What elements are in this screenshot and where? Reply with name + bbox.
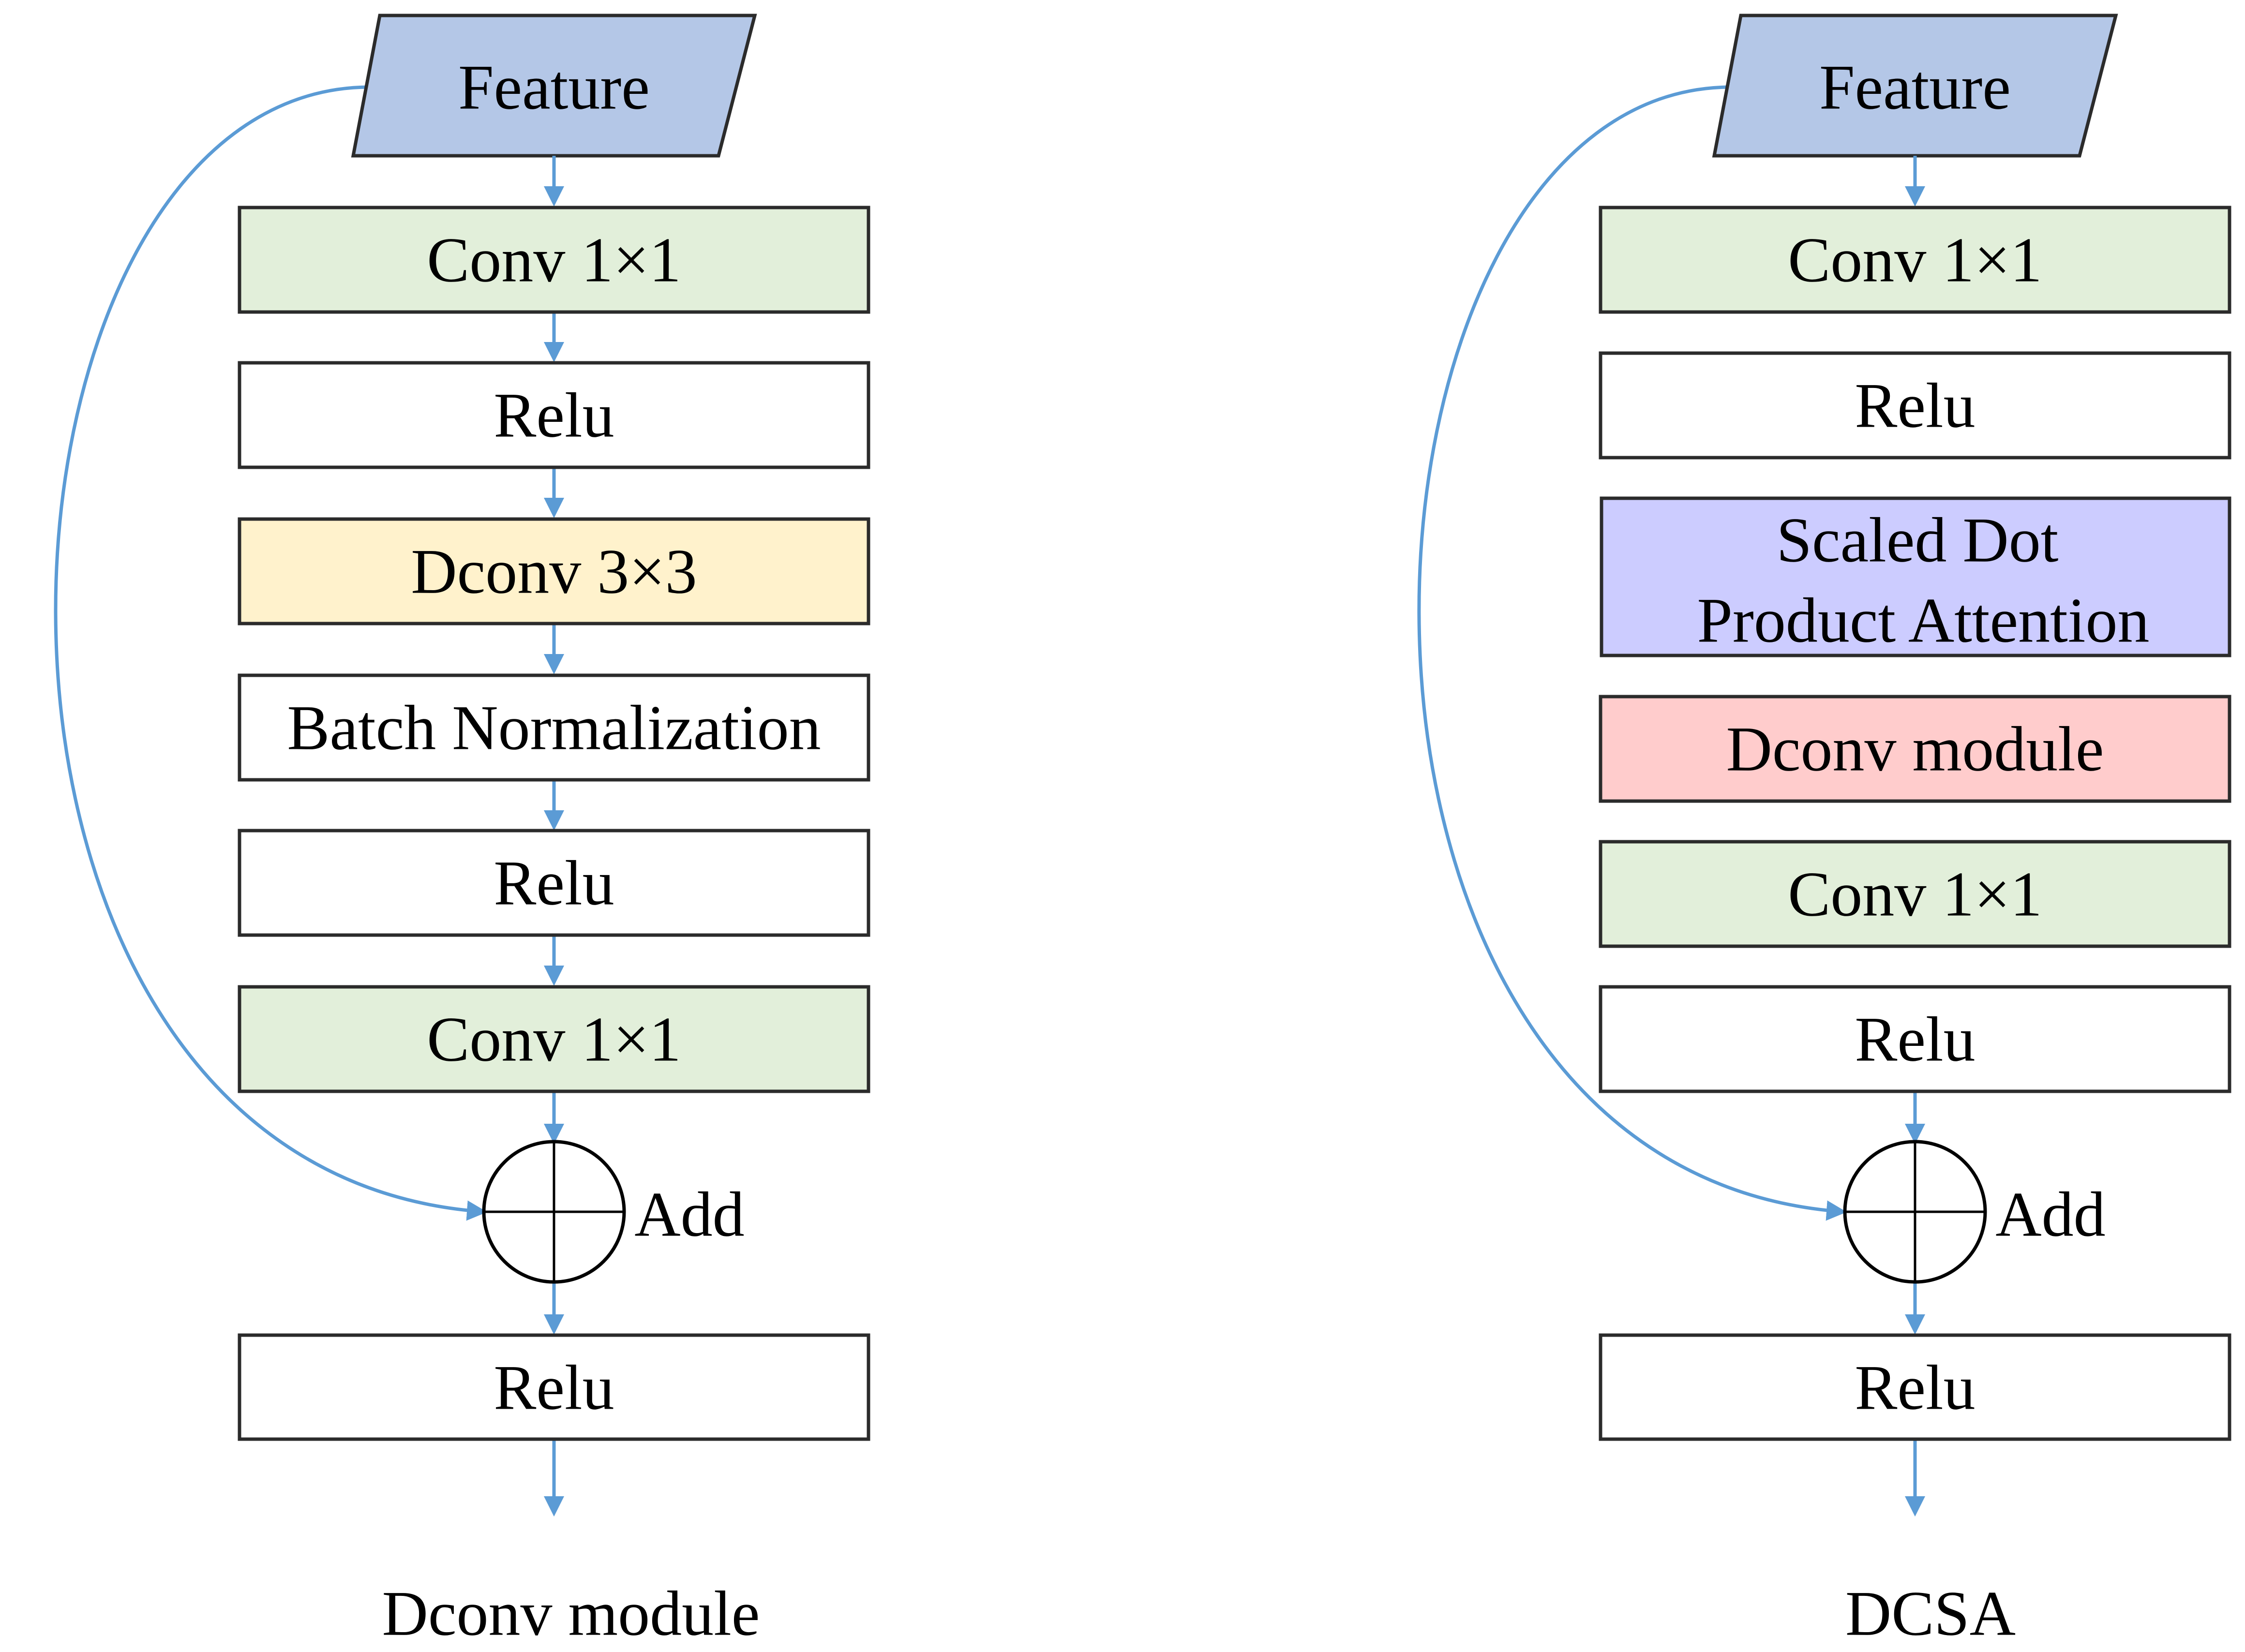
right-conv1x1-box-2 xyxy=(1599,840,2231,948)
left-conv1x1-box xyxy=(238,206,870,314)
left-batchnorm-box xyxy=(238,673,870,782)
left-add-label: Add xyxy=(634,1179,744,1250)
left-output-relu-box xyxy=(238,1333,870,1441)
right-skip-connection xyxy=(1417,85,1847,1221)
left-relu-box-1 xyxy=(238,361,870,469)
right-dconv-module-box xyxy=(1599,695,2231,803)
left-batchnorm-label: Batch Normalization xyxy=(287,692,821,763)
left-dconv3x3-box xyxy=(238,517,870,625)
left-conv1x1-box-2 xyxy=(238,985,870,1093)
right-attention-box xyxy=(1600,496,2231,657)
left-feature-label: Feature xyxy=(458,52,650,123)
left-relu-box-2 xyxy=(238,829,870,937)
right-relu-box-2 xyxy=(1599,985,2231,1093)
right-relu-label-2: Relu xyxy=(1855,1004,1975,1075)
right-output-relu-label: Relu xyxy=(1855,1352,1975,1423)
left-caption: Dconv module xyxy=(382,1578,760,1649)
left-relu-label-1: Relu xyxy=(494,380,614,451)
right-conv1x1-label-2: Conv 1×1 xyxy=(1788,859,2042,930)
right-attention-label-line1: Scaled Dot xyxy=(1777,505,2059,576)
left-relu-label-2: Relu xyxy=(494,848,614,919)
left-feature-input xyxy=(351,14,757,158)
left-conv1x1-label-2: Conv 1×1 xyxy=(427,1004,681,1075)
left-output-relu-label: Relu xyxy=(494,1352,614,1423)
dconv-module-diagram: Feature Conv 1×1 Relu Dconv 3×3 Batch No… xyxy=(54,14,870,1649)
right-caption: DCSA xyxy=(1845,1578,2016,1649)
dcsa-diagram: Feature Conv 1×1 Relu Scaled Dot Product… xyxy=(1417,14,2231,1649)
right-conv1x1-box xyxy=(1599,206,2231,314)
left-dconv3x3-label: Dconv 3×3 xyxy=(411,536,697,607)
right-conv1x1-label: Conv 1×1 xyxy=(1788,224,2042,296)
right-output-relu-box xyxy=(1599,1333,2231,1441)
right-dconv-module-label: Dconv module xyxy=(1726,714,2104,785)
right-feature-input xyxy=(1712,14,2118,158)
left-skip-connection xyxy=(54,85,487,1221)
right-add-label: Add xyxy=(1995,1179,2105,1250)
right-relu-box-1 xyxy=(1599,351,2231,460)
left-conv1x1-label: Conv 1×1 xyxy=(427,224,681,296)
right-relu-label-1: Relu xyxy=(1855,370,1975,441)
right-feature-label: Feature xyxy=(1819,52,2011,123)
right-attention-label-line2: Product Attention xyxy=(1697,585,2150,656)
